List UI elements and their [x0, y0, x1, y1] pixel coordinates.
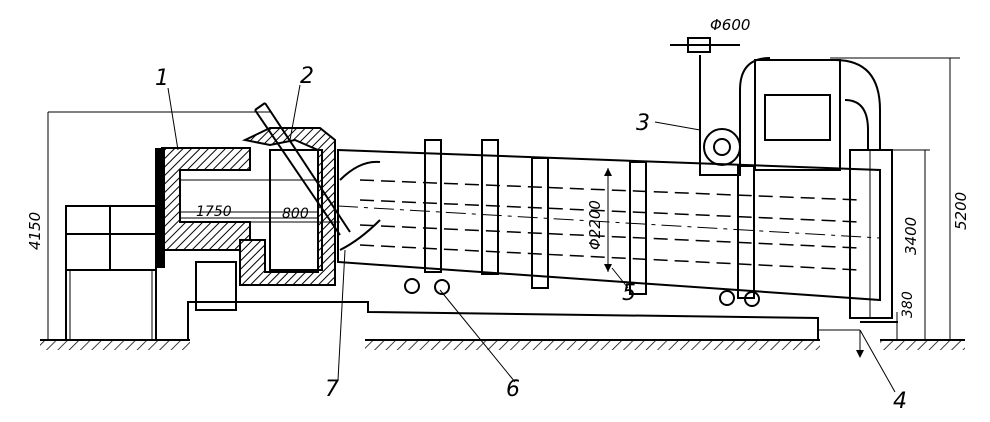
label-part-3: 3 [636, 111, 650, 136]
dryer-drum [337, 139, 893, 319]
label-part-4: 4 [893, 389, 907, 414]
ground-line [40, 339, 965, 350]
loading-chamber [195, 102, 351, 311]
dim-5200: 5200 [952, 192, 970, 230]
label-part-7: 7 [325, 377, 339, 402]
dim-800: 800 [282, 206, 309, 222]
dimension-lines [47, 57, 960, 340]
dim-1750: 1750 [196, 204, 232, 220]
dim-drum-diameter: Φ2200 [586, 200, 604, 250]
furnace-chamber [155, 147, 330, 268]
dim-duct-diameter: Φ600 [710, 16, 750, 34]
exhaust-duct [670, 37, 881, 176]
dim-3400: 3400 [902, 217, 920, 255]
feeder-frame [65, 205, 157, 340]
label-part-5: 5 [622, 281, 636, 306]
leader-lines [167, 84, 896, 393]
label-part-6: 6 [506, 377, 520, 402]
label-part-2: 2 [300, 64, 314, 89]
foundation [187, 301, 898, 340]
support-rollers [404, 278, 760, 307]
dim-380: 380 [900, 291, 916, 318]
label-part-1: 1 [155, 66, 169, 91]
dim-4150: 4150 [26, 212, 44, 250]
